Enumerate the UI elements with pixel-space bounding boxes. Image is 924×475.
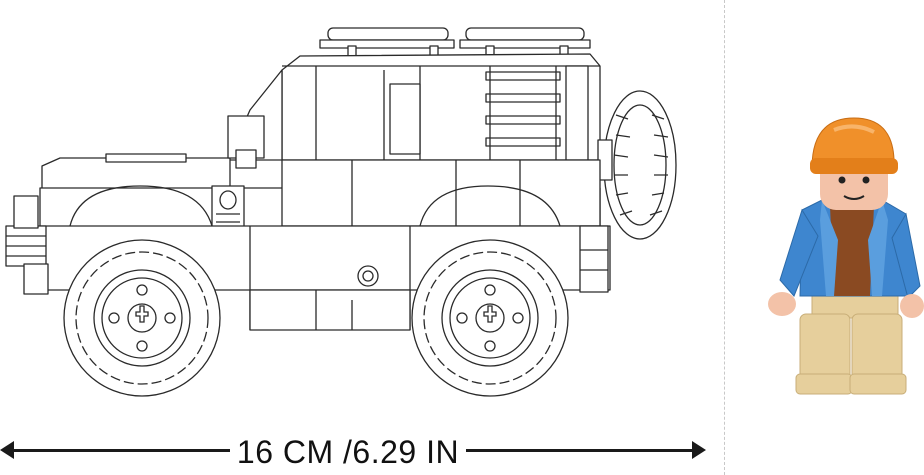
figure-legs: [795, 287, 907, 395]
rear-ladder: [485, 66, 561, 160]
front-bumper: [5, 195, 49, 295]
spare-tire: [597, 90, 677, 240]
dimension-indicator: 16 CM /6.29 IN: [0, 428, 706, 470]
arrow-left-icon: [0, 441, 14, 459]
dimension-line-right: [466, 449, 694, 452]
dimension-label: 16 CM /6.29 IN: [236, 434, 460, 470]
section-divider: [724, 0, 725, 475]
hood: [41, 157, 231, 191]
rear-wheel: [411, 239, 569, 397]
arrow-right-icon: [692, 441, 706, 459]
roof-rack: [319, 27, 591, 57]
orange-hat-icon: [810, 117, 898, 174]
figure-jacket: [779, 199, 921, 299]
dimension-line-left: [8, 449, 230, 452]
right-hand: [900, 294, 924, 318]
left-hand: [768, 292, 796, 316]
minifigure: [768, 117, 924, 395]
suv-line-drawing: [5, 27, 677, 397]
front-wheel: [63, 239, 221, 397]
